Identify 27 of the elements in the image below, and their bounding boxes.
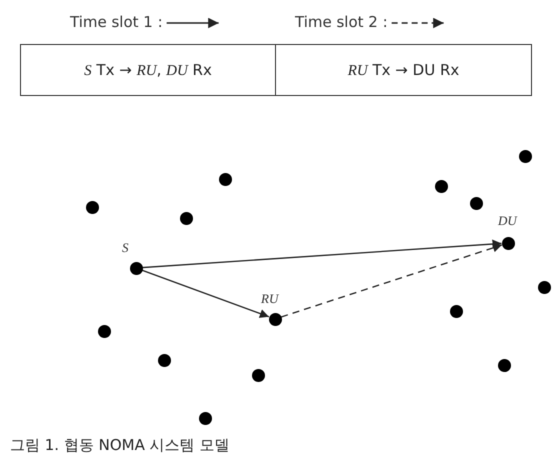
node-dot (158, 354, 170, 366)
node-dot (130, 262, 142, 274)
table-cell: S Tx → RU, DU Rx (20, 44, 276, 96)
node-dot (518, 150, 532, 162)
node-dot (198, 412, 212, 424)
node-dot (268, 312, 282, 326)
node-dot (434, 180, 448, 192)
legend-text: Time slot 2 : (295, 13, 388, 31)
node-dot (86, 200, 98, 214)
node-dot (180, 212, 192, 224)
node-dot (252, 368, 264, 382)
caption: 그림 1. 협동 NOMA 시스템 모델 (10, 436, 230, 455)
table-cell: RU Tx → DU Rx (276, 44, 532, 96)
node-label: DU (498, 213, 517, 229)
node-dot (218, 172, 232, 186)
node-dot (538, 280, 550, 294)
node-dot (470, 196, 482, 210)
arrow (280, 244, 502, 318)
node-label: S (122, 240, 128, 256)
node-dot (98, 324, 110, 338)
node-dot (450, 304, 462, 318)
legend-text: Time slot 1 : (70, 13, 163, 31)
node-dot (498, 358, 510, 372)
arrow (142, 240, 502, 268)
node-dot (502, 236, 514, 250)
node-label: RU (261, 291, 278, 307)
arrow (142, 270, 270, 318)
